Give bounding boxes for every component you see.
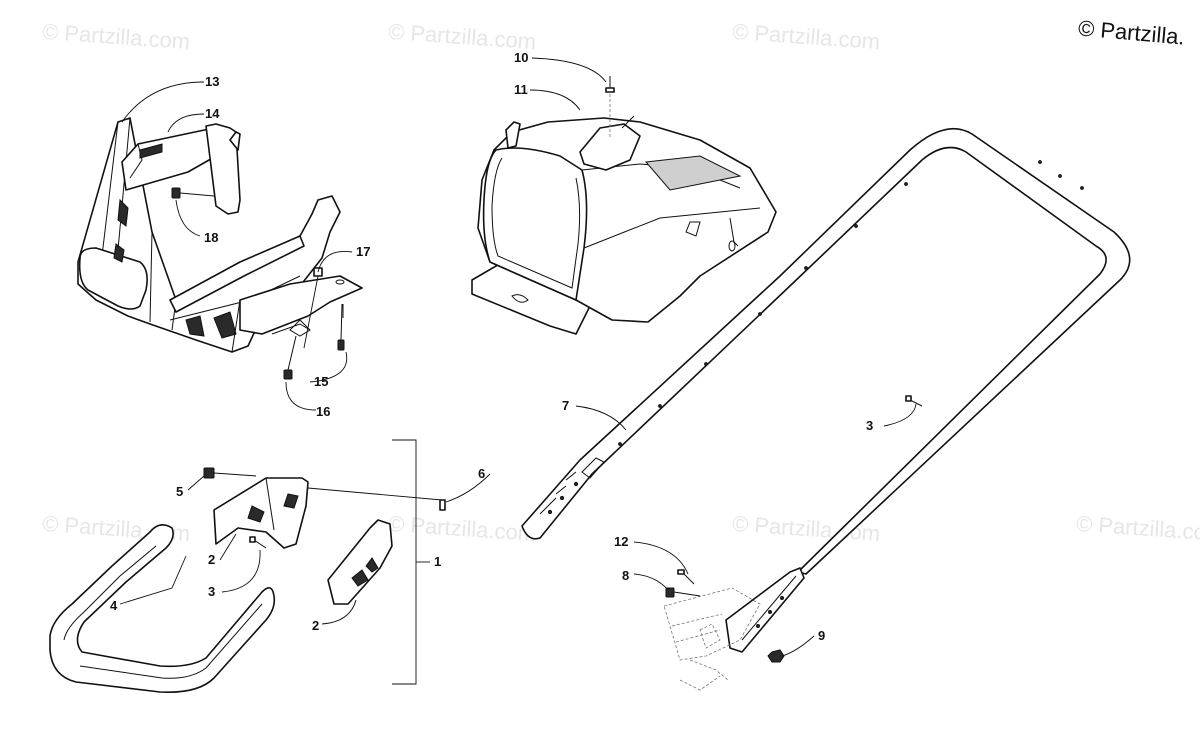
clip-6 [307,487,446,511]
bolt-16 [283,335,297,380]
callout-12: 12 [614,534,628,549]
callout-4: 4 [110,598,118,613]
bolt-5 [203,467,257,479]
callout-9: 9 [818,628,825,643]
callout-3-right: 3 [866,418,873,433]
callout-labels: 13 14 18 17 15 16 10 11 7 3 12 8 9 6 5 2… [110,50,873,643]
nut-9 [767,649,785,663]
callout-2-lower: 2 [312,618,319,633]
front-bumper-assembly [77,117,363,380]
callout-16: 16 [316,404,330,419]
callout-8: 8 [622,568,629,583]
pin-12 [677,569,695,585]
leader-lines [119,57,917,657]
rear-tube-bumper [521,127,1131,691]
pin-3-right [905,395,923,407]
callout-7: 7 [562,398,569,413]
front-hoop-assembly [49,439,446,694]
callout-3-left: 3 [208,584,215,599]
callout-5: 5 [176,484,183,499]
callout-6: 6 [478,466,485,481]
callout-14: 14 [205,106,220,121]
callout-2-upper: 2 [208,552,215,567]
callout-11: 11 [514,82,528,97]
callout-18: 18 [204,230,218,245]
callout-1: 1 [434,554,441,569]
callout-17: 17 [356,244,370,259]
storage-bag [471,76,777,335]
screw-10 [605,76,615,138]
bolt-8 [665,587,701,598]
callout-10: 10 [514,50,528,65]
callout-13: 13 [205,74,219,89]
bolt-15 [337,303,345,351]
bolt-18 [171,187,215,199]
pin-3-left [249,536,267,549]
callout-15: 15 [314,374,328,389]
